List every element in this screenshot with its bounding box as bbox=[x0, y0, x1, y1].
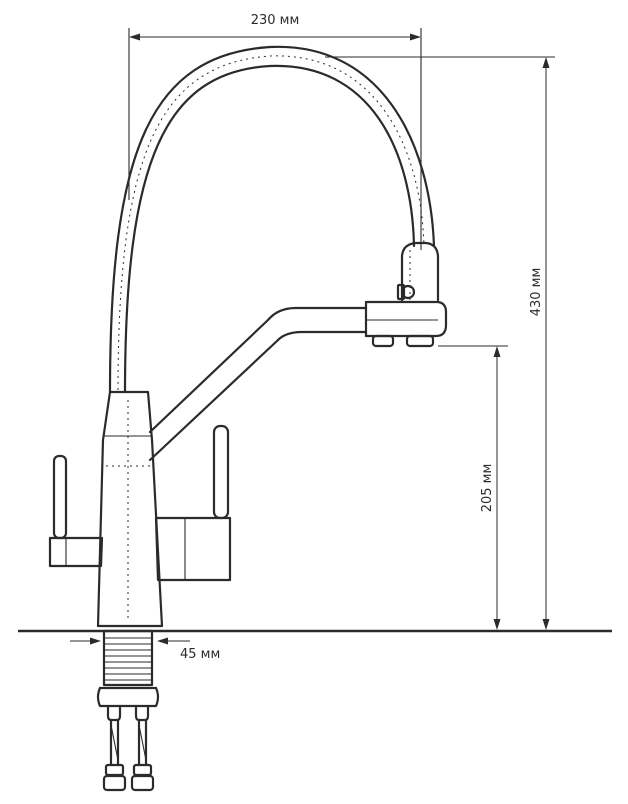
threaded-shank bbox=[96, 629, 160, 708]
base-diameter-label: 45 мм bbox=[180, 647, 220, 662]
right-handle bbox=[154, 424, 232, 582]
spout-height-label: 205 мм bbox=[480, 464, 495, 513]
faucet-body bbox=[96, 390, 164, 628]
pull-out-head bbox=[364, 241, 448, 348]
supply-hoses bbox=[102, 704, 155, 792]
base-diameter-dimension: 45 мм bbox=[70, 637, 220, 662]
height-label: 430 мм bbox=[529, 268, 544, 317]
spout-height-dimension: 205 мм bbox=[480, 346, 501, 630]
mounting-nut bbox=[96, 686, 160, 708]
flexible-hose bbox=[108, 45, 436, 394]
spout-arm bbox=[148, 306, 368, 462]
width-dimension: 230 мм bbox=[129, 13, 421, 41]
height-dimension: 430 мм bbox=[529, 57, 550, 630]
width-label: 230 мм bbox=[251, 13, 300, 28]
head-button-icon bbox=[400, 284, 416, 300]
left-handle bbox=[48, 454, 104, 568]
